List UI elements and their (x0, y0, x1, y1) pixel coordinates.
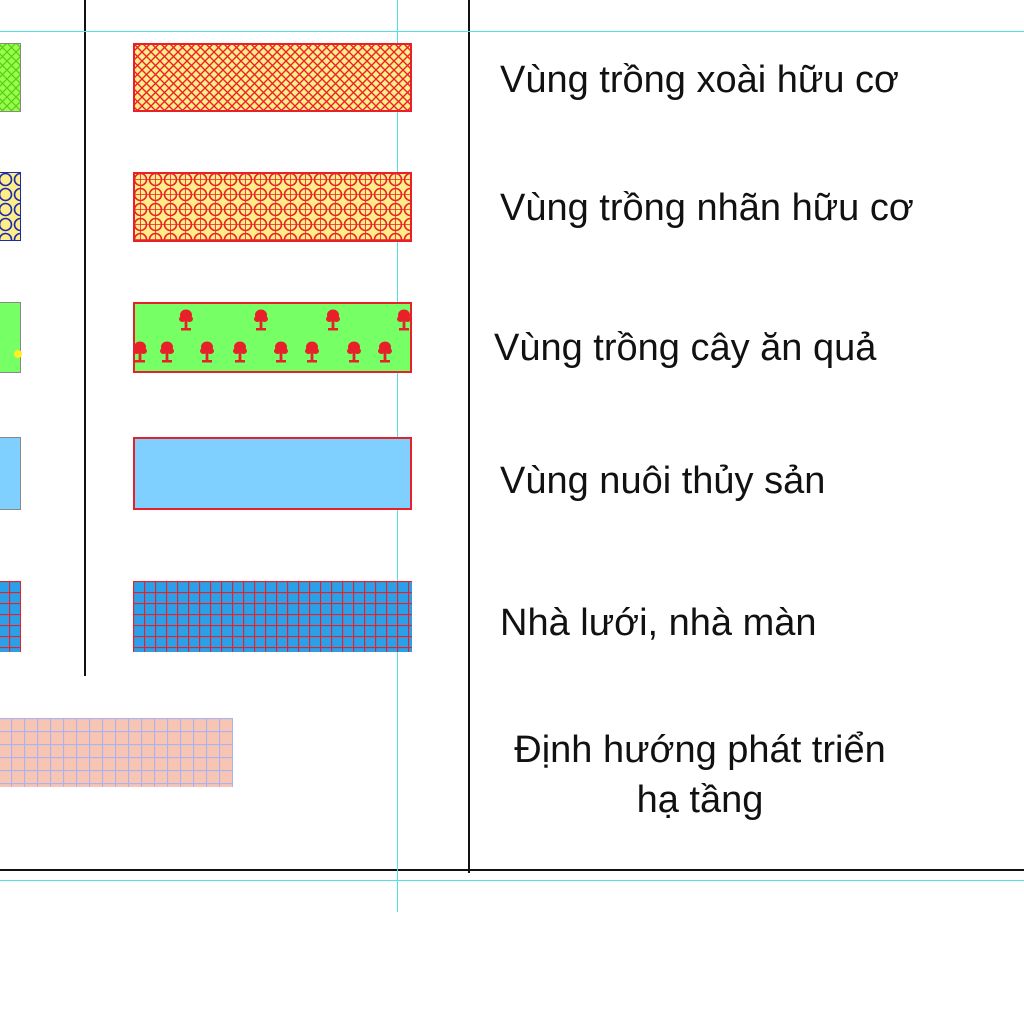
swatch-organic-longan (133, 172, 412, 242)
guide-line-top (0, 31, 1024, 32)
legend-label-infrastructure-line1: Định hướng phát triển (514, 729, 886, 771)
swatch-infrastructure (0, 718, 233, 787)
swatch-left-longan (0, 172, 21, 241)
table-vertical-line-right (468, 0, 470, 873)
guide-line-bottom (0, 880, 1024, 881)
legend-label-organic-mango: Vùng trồng xoài hữu cơ (500, 59, 899, 101)
legend-label-infrastructure: Định hướng phát triển hạ tầng (500, 731, 900, 819)
swatch-net-house (133, 581, 412, 652)
legend-label-fruit-trees: Vùng trồng cây ăn quả (494, 327, 877, 369)
legend-label-aquaculture: Vùng nuôi thủy sản (500, 460, 826, 502)
swatch-left-aquaculture (0, 437, 21, 510)
swatch-left-net-house (0, 581, 21, 652)
table-vertical-line-left (84, 0, 86, 676)
legend-label-organic-longan: Vùng trồng nhãn hữu cơ (500, 187, 914, 229)
swatch-left-mango (0, 43, 21, 112)
swatch-fruit-trees (133, 302, 412, 373)
legend-label-infrastructure-line2: hạ tầng (636, 779, 764, 821)
swatch-aquaculture (133, 437, 412, 510)
swatch-organic-mango (133, 43, 412, 112)
table-horizontal-line-bottom (0, 869, 1024, 871)
swatch-left-fruit-trees (0, 302, 22, 373)
legend-label-net-house: Nhà lưới, nhà màn (500, 602, 817, 644)
